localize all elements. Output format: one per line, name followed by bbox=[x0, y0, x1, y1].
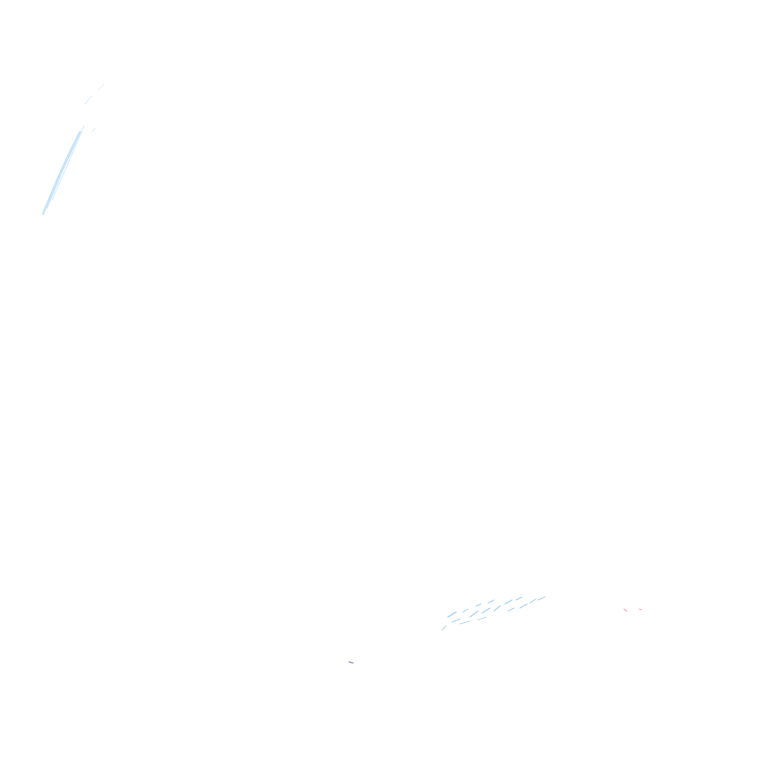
pink-mark bbox=[623, 608, 628, 612]
speckle-mark bbox=[537, 596, 546, 601]
speckle-mark bbox=[519, 603, 528, 609]
streak-line bbox=[97, 83, 105, 91]
blue-streak-top-left bbox=[41, 83, 105, 216]
speckle-mark bbox=[504, 599, 513, 605]
speckle-mark bbox=[469, 610, 479, 618]
purple-mark bbox=[348, 661, 354, 664]
speckle-mark bbox=[529, 598, 537, 604]
speckle-mark bbox=[441, 625, 447, 631]
speckle-mark bbox=[447, 611, 457, 618]
speckle-mark bbox=[477, 616, 487, 621]
speckle-mark bbox=[451, 618, 461, 623]
streak-line bbox=[46, 143, 76, 209]
blue-speckle-cluster bbox=[441, 596, 546, 631]
speckle-mark bbox=[493, 605, 501, 612]
streak-line bbox=[84, 95, 93, 105]
streak-line bbox=[41, 130, 82, 216]
speckle-mark bbox=[481, 607, 491, 614]
pink-accent-marks bbox=[623, 608, 643, 612]
speckle-mark bbox=[475, 603, 482, 607]
speckle-mark bbox=[459, 620, 471, 625]
streak-line bbox=[91, 127, 96, 133]
speckle-mark bbox=[462, 608, 469, 613]
purple-accent-mark bbox=[348, 661, 354, 664]
speckle-mark bbox=[487, 599, 495, 604]
speckle-mark bbox=[507, 607, 515, 612]
speckle-mark bbox=[515, 596, 523, 601]
streak-line bbox=[51, 125, 85, 201]
pink-mark bbox=[638, 608, 643, 611]
